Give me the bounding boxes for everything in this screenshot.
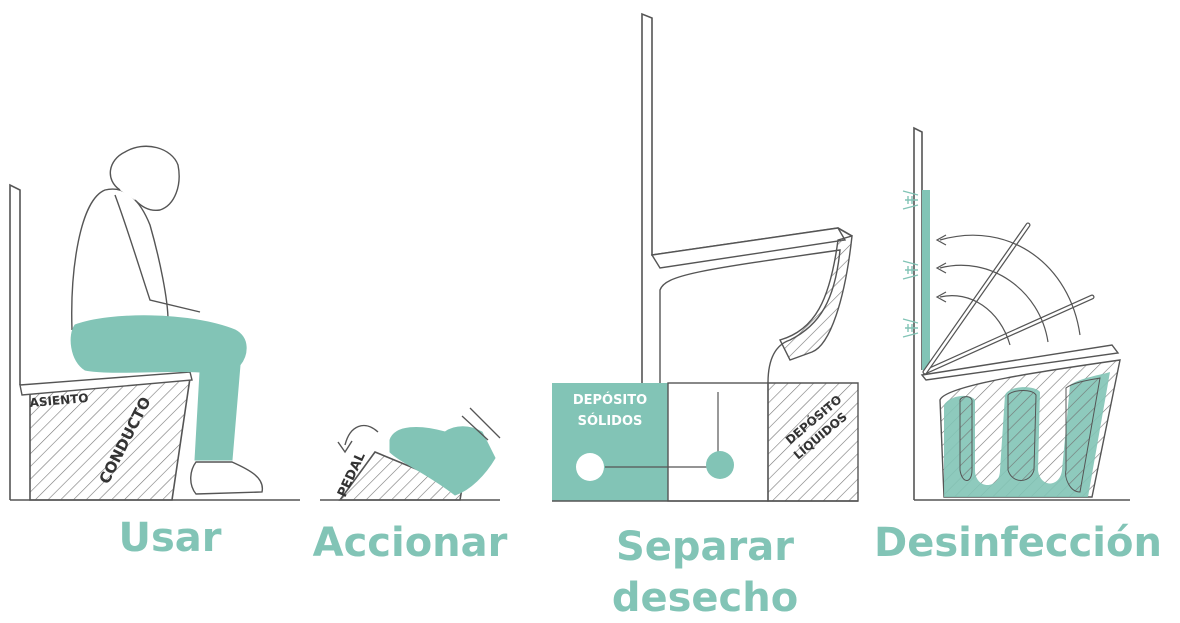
seat-top	[19, 371, 193, 396]
panel-separate: DEPÓSITO SÓLIDOS DEPÓSITO LÍQUIDOS	[552, 12, 859, 502]
person-legs	[70, 315, 247, 461]
motion-arc-3	[939, 234, 1081, 336]
lid-closed	[920, 344, 1120, 381]
solids-label-2: SÓLIDOS	[578, 413, 643, 429]
liquids-deposit	[767, 382, 859, 502]
motion-arc-1	[939, 295, 1011, 346]
step-title-separate: Separar	[615, 524, 794, 570]
valve-circle	[706, 451, 734, 479]
backrest	[9, 183, 21, 500]
panel-actuate: PEDAL	[320, 407, 501, 501]
backrest-4	[913, 126, 923, 500]
backrest-tall	[641, 12, 853, 383]
step-title-use: Usar	[118, 515, 222, 561]
step-title-actuate: Accionar	[312, 520, 508, 566]
uv-panel	[922, 190, 930, 370]
arc-arrows	[935, 234, 947, 303]
person-head	[109, 145, 180, 212]
pedal-foot	[389, 426, 496, 496]
seat-3	[650, 227, 847, 269]
step-title-disinfect: Desinfección	[874, 520, 1162, 566]
solids-circle	[576, 453, 604, 481]
solids-label-1: DEPÓSITO	[573, 392, 647, 408]
panel-use: ASIENTO CONDUCTO	[9, 145, 300, 501]
bowl-hatch-overlay	[959, 377, 1101, 493]
solids-deposit	[552, 383, 668, 501]
seat-label: ASIENTO	[29, 391, 89, 410]
liquids-shell	[778, 235, 853, 361]
inner-shell	[659, 249, 841, 384]
person-foot	[190, 461, 264, 495]
step-title-separate-line2: desecho	[611, 575, 799, 621]
arrow-head	[337, 440, 353, 454]
leg-line	[461, 407, 501, 441]
panel-disinfect	[902, 126, 1130, 501]
press-arrow-icon	[344, 424, 379, 446]
motion-arc-2	[939, 264, 1049, 343]
spray-icon	[902, 190, 919, 338]
person-arm	[114, 194, 201, 313]
